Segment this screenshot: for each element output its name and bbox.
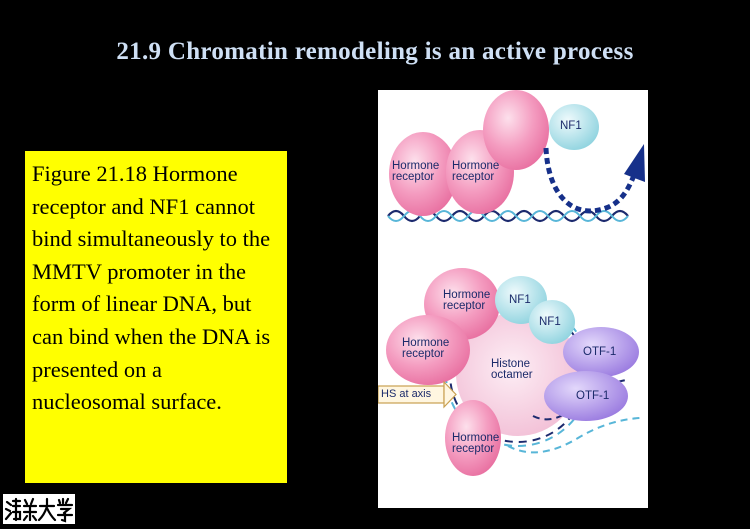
receptor-bottom-top-label-2: receptor	[443, 300, 486, 312]
receptor-top-left-label-2: receptor	[392, 171, 435, 183]
slide-title: 21.9 Chromatin remodeling is an active p…	[116, 38, 634, 65]
receptor-bottom-left-label-1: Hormone	[402, 337, 450, 349]
receptor-bottom-left-label-2: receptor	[402, 348, 445, 360]
receptor-top-back	[483, 90, 549, 170]
receptor-top-left	[389, 132, 457, 216]
figure-graphics	[378, 90, 645, 476]
receptor-top-right-label-1: Hormone	[452, 160, 500, 172]
university-calligraphy-logo-icon	[4, 497, 74, 523]
nf1-bottom-b	[529, 300, 575, 344]
chromatin-figure: NF1 Hormone receptor Hormone receptor Ho…	[378, 90, 648, 508]
hs-at-axis-callout	[378, 380, 457, 409]
receptor-bottom-bottom	[445, 400, 501, 476]
nf1-bottom-a-label: NF1	[509, 294, 531, 306]
otf1-a-label: OTF-1	[583, 346, 617, 358]
nf1-top-label: NF1	[560, 120, 582, 132]
otf1-b-label: OTF-1	[576, 390, 610, 402]
histone-label-1: Histone	[491, 358, 530, 370]
top-panel	[387, 90, 645, 223]
arrow-head	[624, 144, 645, 182]
histone-label-2: octamer	[491, 369, 533, 381]
dashed-arrow	[543, 147, 639, 214]
hs-at-axis-label: HS at axis	[381, 388, 432, 400]
nf1-top	[549, 104, 599, 150]
figure-caption: Figure 21.18 Hormone receptor and NF1 ca…	[25, 151, 287, 483]
receptor-bottom-bottom-label-2: receptor	[452, 443, 495, 455]
receptor-bottom-left	[386, 315, 470, 385]
receptor-top-left-label-1: Hormone	[392, 160, 440, 172]
university-logo	[3, 494, 75, 524]
receptor-bottom-top-label-1: Hormone	[443, 289, 491, 301]
nf1-bottom-b-label: NF1	[539, 316, 561, 328]
otf1-b	[544, 371, 628, 421]
bottom-panel	[378, 268, 641, 476]
otf1-a	[563, 327, 639, 377]
receptor-bottom-bottom-label-1: Hormone	[452, 432, 500, 444]
receptor-top-right-label-2: receptor	[452, 171, 495, 183]
